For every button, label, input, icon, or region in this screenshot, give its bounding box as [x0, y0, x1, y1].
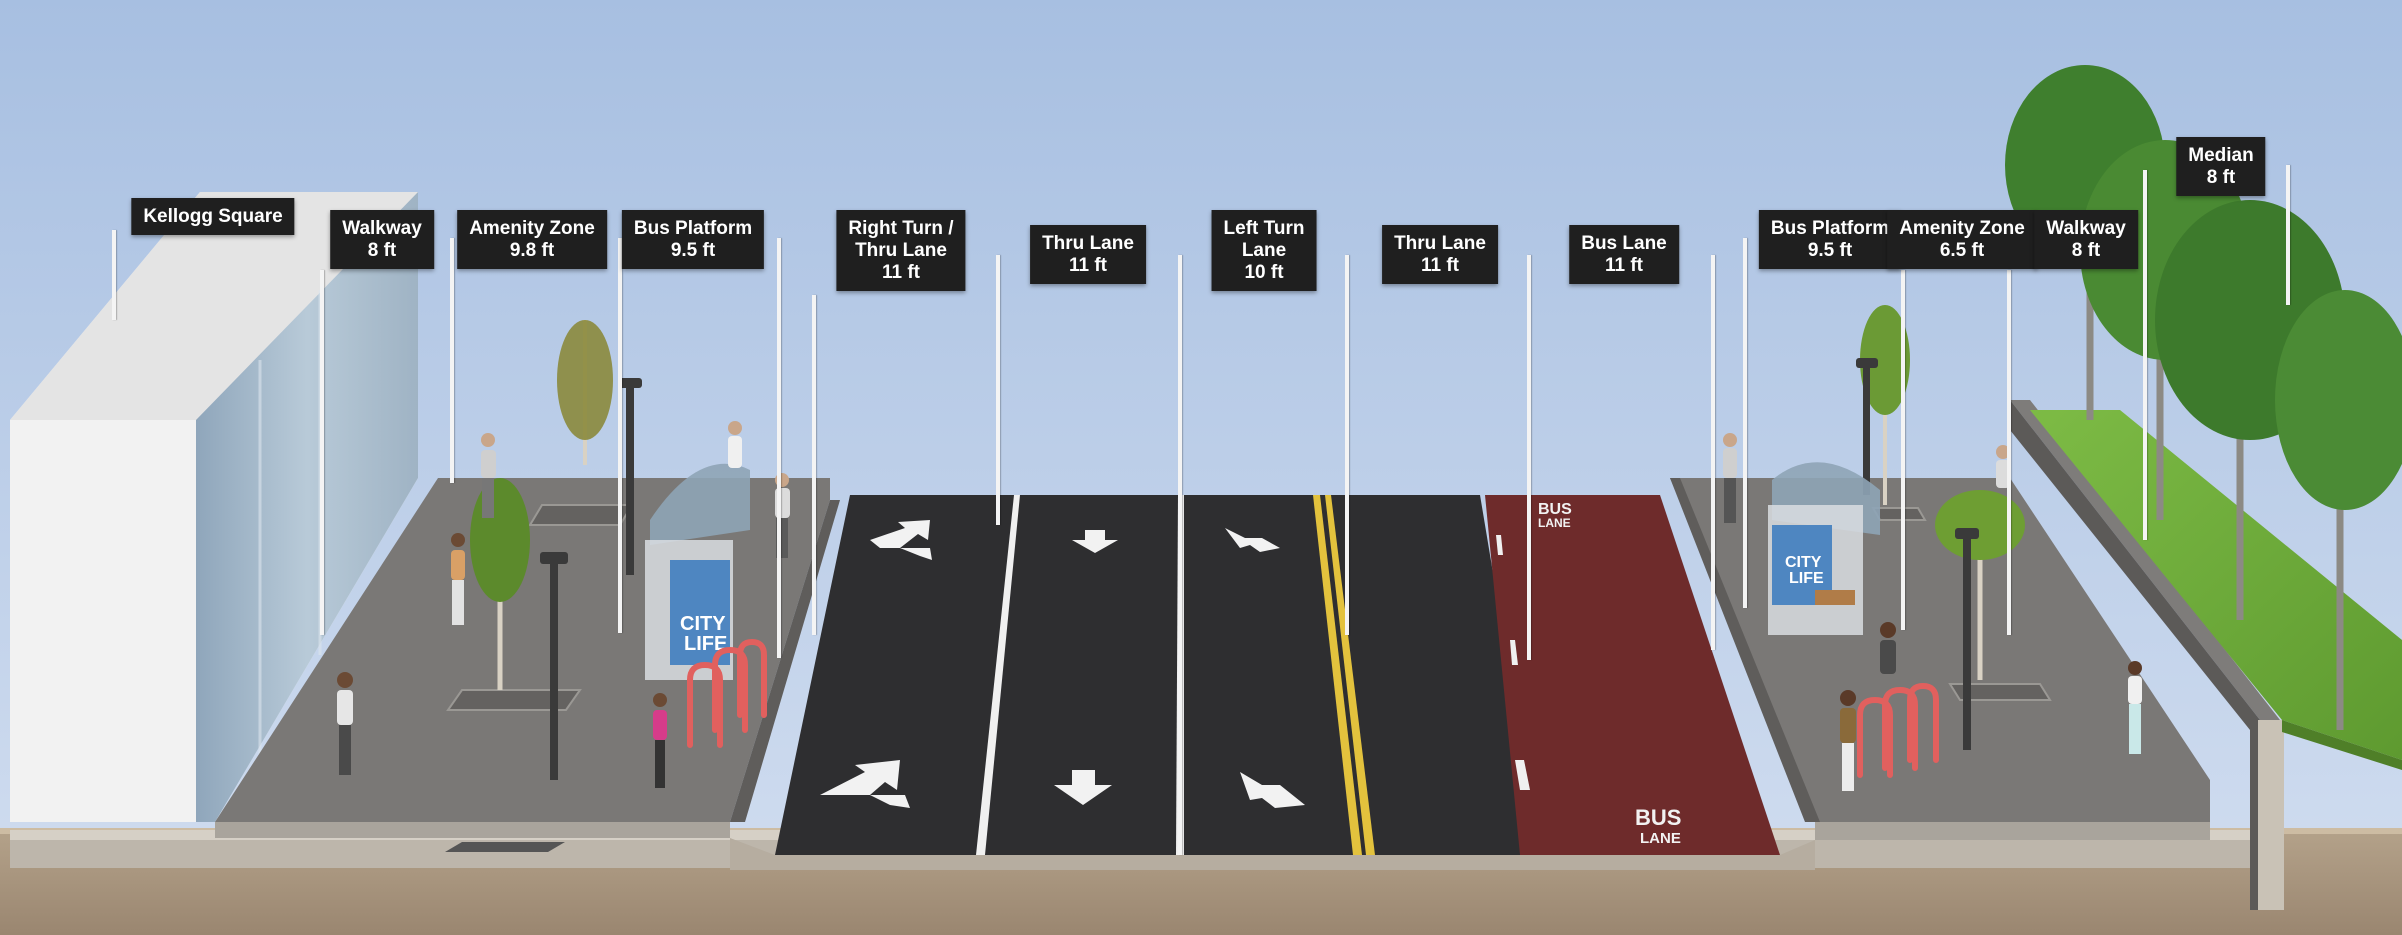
pole — [2286, 165, 2290, 305]
pole — [1901, 270, 1905, 630]
svg-text:LANE: LANE — [1538, 516, 1571, 530]
pole — [1345, 255, 1349, 635]
svg-text:BUS: BUS — [1635, 805, 1681, 830]
pedestrian-icon — [337, 421, 2142, 791]
shelter-sign-text: CITY LIFE CITY LIFE — [680, 554, 1824, 655]
pole — [777, 238, 781, 658]
turn-arrow-icon — [820, 520, 932, 808]
svg-text:BUS: BUS — [1538, 501, 1572, 518]
svg-text:LIFE: LIFE — [1789, 570, 1824, 587]
pole — [1711, 255, 1715, 650]
pole — [1743, 238, 1747, 608]
kellogg-square-building — [10, 192, 418, 822]
bike-rack-icon — [687, 638, 1939, 778]
down-arrow-icon — [1054, 530, 1118, 805]
pole — [320, 270, 324, 635]
pole — [112, 230, 116, 320]
svg-text:CITY: CITY — [1785, 554, 1822, 571]
lane-markings — [976, 495, 1530, 855]
pole — [996, 255, 1000, 525]
svg-text:LANE: LANE — [1640, 830, 1681, 847]
street-lamp-icon — [540, 358, 1979, 780]
pole — [450, 238, 454, 483]
median — [2010, 400, 2402, 910]
svg-text:LIFE: LIFE — [684, 633, 727, 655]
pole — [1527, 255, 1531, 660]
pole — [2143, 170, 2147, 540]
bus-lane-road-text: BUS LANE BUS LANE — [1538, 501, 1681, 847]
svg-text:CITY: CITY — [680, 613, 726, 635]
turn-arrow-icon — [1225, 528, 1305, 808]
pole — [618, 238, 622, 633]
pole — [812, 295, 816, 635]
pole — [2007, 270, 2011, 635]
pole — [1178, 255, 1182, 855]
